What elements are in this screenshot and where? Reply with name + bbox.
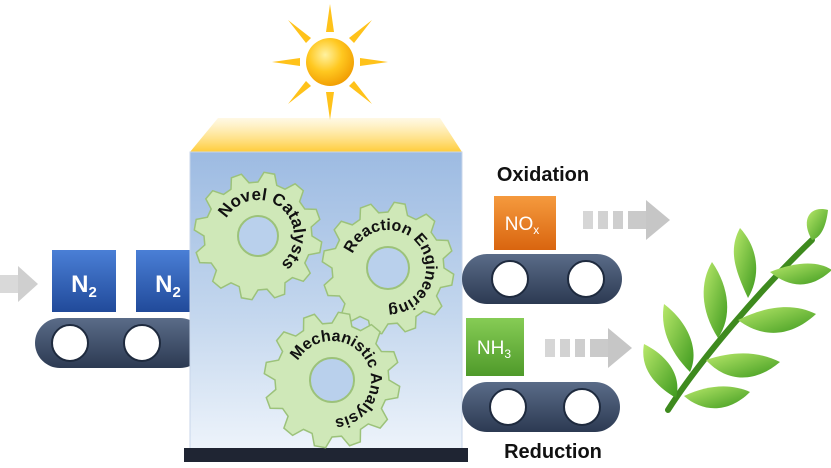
nox-box: NOx xyxy=(494,196,556,250)
gear-hole xyxy=(309,357,355,403)
plant-sprig-icon xyxy=(643,209,831,413)
dashed-arrow-icon xyxy=(545,328,632,368)
reduction-conveyor-belt xyxy=(462,382,620,432)
n2-box-right: N2 xyxy=(136,250,200,312)
light-glow xyxy=(190,118,462,152)
sun-icon xyxy=(272,4,388,120)
n2-box-left: N2 xyxy=(52,250,116,312)
oxidation-conveyor-belt xyxy=(462,254,622,304)
belt-roller xyxy=(489,388,527,426)
reduction-label: Reduction xyxy=(504,441,602,463)
oxidation-label: Oxidation xyxy=(497,164,589,186)
incoming-arrow-icon xyxy=(0,266,38,302)
nh3-box: NH3 xyxy=(466,318,524,376)
belt-roller xyxy=(51,324,89,362)
reactor-base xyxy=(184,448,468,462)
gear-hole xyxy=(366,246,410,290)
belt-roller xyxy=(491,260,529,298)
dashed-arrow-icon xyxy=(583,200,670,240)
belt-roller xyxy=(563,388,601,426)
input-conveyor-belt xyxy=(35,318,205,368)
gear-novel-catalysts: Novel Catalysts xyxy=(193,171,323,301)
svg-text:NH3: NH3 xyxy=(477,338,511,361)
svg-text:N2: N2 xyxy=(155,271,181,301)
belt-roller xyxy=(123,324,161,362)
belt-roller xyxy=(567,260,605,298)
gear-hole xyxy=(237,215,279,257)
gear-mechanistic-analysis: Mechanistic Analysis xyxy=(263,311,401,449)
svg-text:NOx: NOx xyxy=(505,214,540,237)
svg-text:N2: N2 xyxy=(71,271,97,301)
gear-reaction-engineering: Reaction Engineering xyxy=(321,201,455,335)
